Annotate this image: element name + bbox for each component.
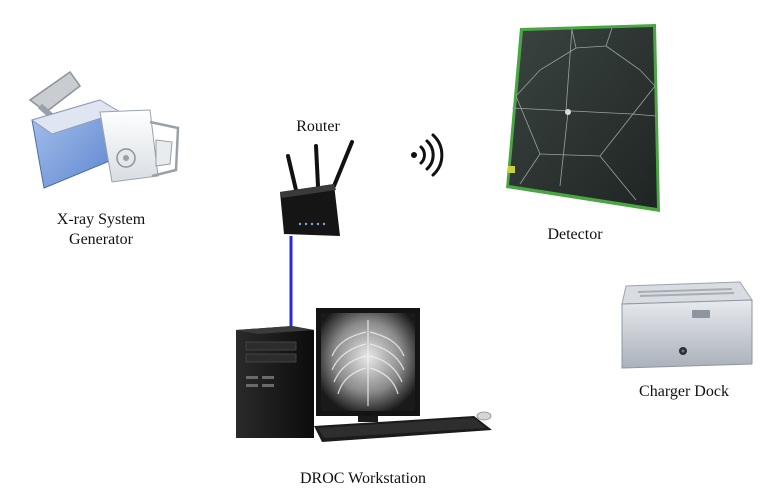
workstation-icon bbox=[236, 308, 492, 442]
charger-dock-icon bbox=[621, 281, 753, 369]
flat-panel-detector-icon bbox=[506, 24, 660, 212]
charger-dock-label: Charger Dock bbox=[639, 383, 729, 400]
xray-generator-icon bbox=[28, 70, 180, 189]
wifi-signal-icon bbox=[411, 133, 444, 177]
router-label: Router bbox=[296, 118, 340, 135]
generator-label-line2: Generator bbox=[69, 231, 133, 248]
router-icon bbox=[280, 140, 354, 236]
generator-label: X-ray System Generator bbox=[26, 210, 176, 250]
detector-label: Detector bbox=[547, 226, 603, 243]
workstation-label: DROC Workstation bbox=[300, 470, 426, 487]
generator-label-line1: X-ray System bbox=[56, 211, 146, 228]
